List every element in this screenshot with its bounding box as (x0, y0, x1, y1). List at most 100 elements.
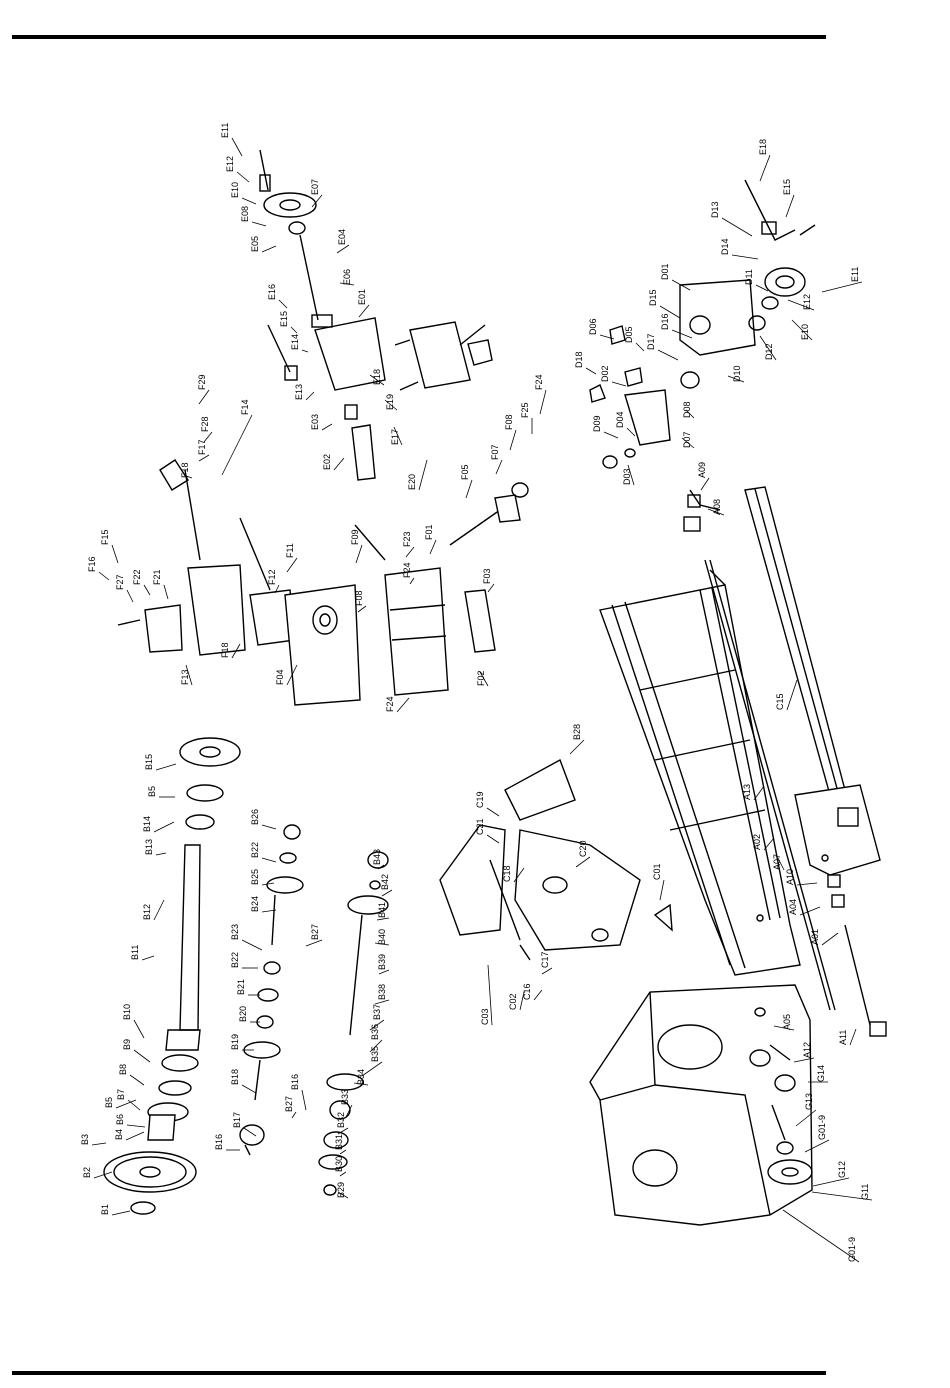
part-callout: B32 (336, 1112, 349, 1135)
leader-line (376, 917, 390, 921)
part-number-label: D18 (574, 351, 584, 368)
part-number-label: D06 (588, 318, 598, 335)
part-callout: E18 (369, 369, 385, 386)
leader-line (759, 335, 777, 361)
part-number-label: B22 (250, 842, 260, 858)
part-number-label: E12 (802, 294, 812, 310)
part-number-label: F28 (200, 416, 210, 432)
part-number-label: B25 (250, 869, 260, 885)
part-callout: G12 (812, 1161, 850, 1187)
part-number-label: E15 (279, 311, 289, 327)
part-number-label: E11 (220, 123, 230, 138)
part-callout: D16 (660, 313, 693, 339)
leader-line (659, 879, 665, 901)
part-number-label: B33 (340, 1089, 350, 1105)
leader-line (339, 1171, 347, 1177)
leader-line (812, 1177, 850, 1187)
part-callout: F07 (490, 444, 503, 475)
leader-line (374, 999, 390, 1005)
part-callout: F18 (220, 642, 241, 659)
leader-line (657, 349, 679, 361)
leader-line (685, 409, 695, 419)
part-number-label: C15 (775, 693, 785, 710)
leader-line (786, 679, 798, 711)
part-number-label: B17 (232, 1112, 242, 1128)
leader-line (126, 1124, 146, 1128)
leader-line (278, 299, 288, 309)
part-number-label: F01 (424, 524, 434, 540)
part-number-label: B20 (238, 1006, 248, 1022)
part-number-label: B2 (82, 1167, 92, 1178)
part-number-label: B6 (115, 1114, 125, 1125)
part-callout: B5 (147, 786, 175, 798)
part-number-label: B19 (230, 1034, 240, 1050)
part-callout: C18 (502, 865, 525, 883)
part-number-label: D16 (660, 313, 670, 330)
part-number-label: E03 (310, 414, 320, 430)
part-number-label: F15 (100, 529, 110, 545)
part-callout: F14 (221, 399, 253, 476)
part-number-label: B27 (284, 1096, 294, 1112)
part-callout: A09 (697, 462, 710, 491)
leader-line (155, 763, 177, 771)
part-number-label: F29 (197, 374, 207, 390)
leader-line (707, 508, 725, 516)
part-number-label: B18 (230, 1069, 240, 1085)
part-number-label: C21 (475, 818, 485, 835)
gear-train (239, 824, 389, 1196)
part-callout: F08 (504, 414, 517, 451)
part-callout: D03 (622, 464, 635, 486)
part-number-label: F02 (476, 670, 486, 686)
part-number-label: E06 (342, 269, 352, 285)
part-callout: C01 (652, 863, 665, 901)
part-number-label: G13 (804, 1093, 814, 1110)
part-callout: B29 (336, 1182, 349, 1199)
leader-line (339, 282, 355, 286)
part-number-label: D11 (744, 269, 754, 285)
part-number-label: A10 (785, 869, 795, 885)
leader-line (627, 464, 635, 486)
leader-line (93, 1171, 113, 1179)
part-callout: B4 (114, 1129, 145, 1141)
part-callout: B10 (122, 1004, 145, 1039)
part-callout: A10 (785, 869, 818, 886)
leader-line (487, 583, 495, 593)
part-callout: C03 (480, 964, 493, 1026)
part-callout: B1 (100, 1204, 131, 1216)
part-callout: F09 (350, 529, 363, 564)
leader-line (198, 389, 210, 405)
leader-line (782, 1209, 860, 1263)
part-number-label: F11 (285, 543, 295, 558)
bottom-rule (12, 1371, 826, 1375)
leader-line (731, 254, 759, 260)
part-callout: F18 (180, 462, 193, 479)
part-number-label: E05 (250, 236, 260, 252)
leader-line (635, 342, 645, 352)
part-number-label: E19 (385, 394, 395, 410)
part-callout: E15 (279, 311, 298, 334)
part-number-label: B41 (377, 902, 387, 918)
leader-line (791, 319, 813, 341)
part-callout: B33 (340, 1089, 353, 1118)
part-callout: F28 (200, 416, 213, 443)
leader-line (659, 305, 681, 319)
leader-line (429, 539, 437, 555)
leader-line (241, 939, 263, 951)
leader-line (793, 1057, 815, 1063)
leader-line (126, 589, 134, 603)
part-number-label: G12 (837, 1161, 847, 1178)
part-number-label: E15 (782, 179, 792, 195)
leader-line (358, 304, 370, 318)
part-number-label: E10 (800, 324, 810, 340)
part-number-label: E08 (240, 206, 250, 222)
part-callout: E08 (240, 206, 267, 227)
part-callout: A08 (707, 499, 725, 516)
part-number-label: E13 (294, 384, 304, 400)
part-number-label: E04 (337, 229, 347, 245)
part-number-label: E11 (850, 267, 860, 282)
part-callout: D06 (588, 318, 615, 340)
leader-line (727, 375, 745, 383)
part-number-label: E12 (225, 156, 235, 172)
leader-line (785, 194, 795, 218)
